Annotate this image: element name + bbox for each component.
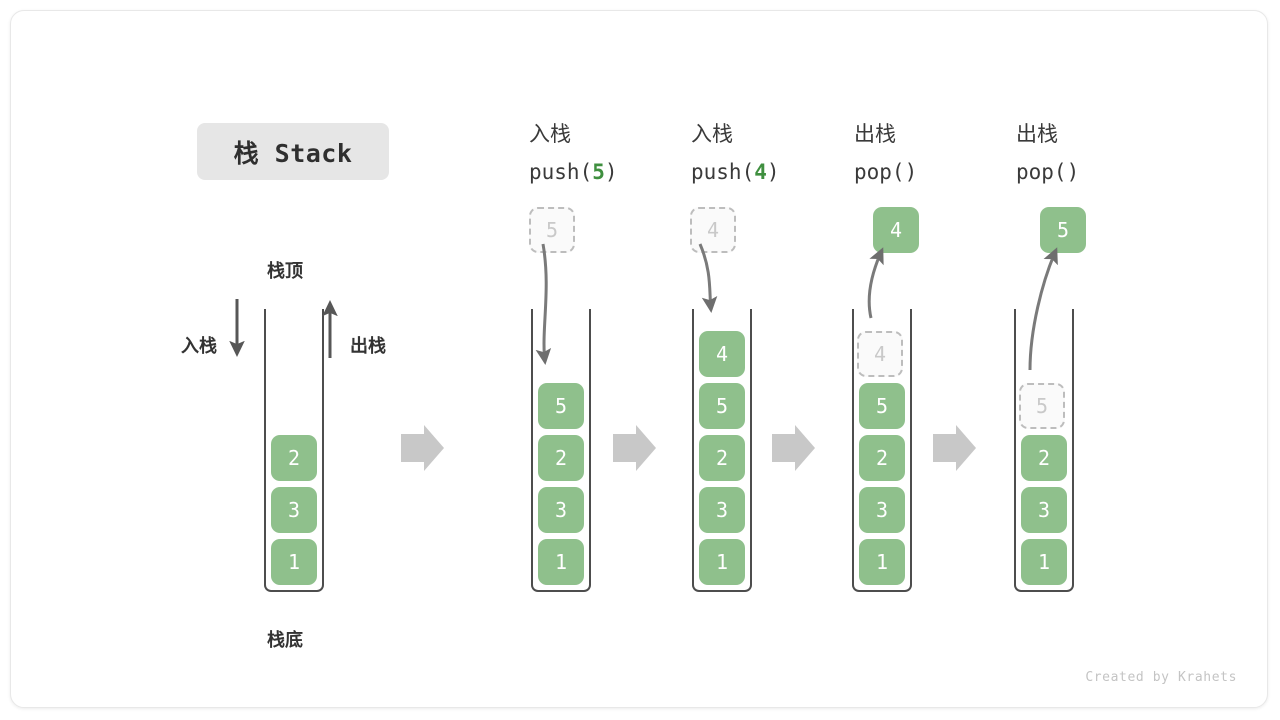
stack-container-push5 [531, 309, 591, 592]
stack-cell: 1 [271, 539, 317, 585]
footer-credit: Created by Krahets [1085, 670, 1237, 685]
diagram-card: 栈 Stack 栈顶 栈底 入栈 出栈 2 3 1 入栈 push(5) 5 5… [10, 10, 1268, 708]
panel-pop2-title-cn: 出栈 [1016, 115, 1058, 153]
panel-pop1-title-cn-text: 出栈 [854, 122, 896, 146]
push5-code-arg: 5 [592, 160, 605, 184]
panel-push4-title-code: push(4) [691, 153, 780, 191]
stack-cell: 3 [538, 487, 584, 533]
stack-cell: 1 [699, 539, 745, 585]
stack-cell: 1 [859, 539, 905, 585]
stack-container-pop1 [852, 309, 912, 592]
pop2-code: pop() [1016, 160, 1080, 184]
stack-title-chip: 栈 Stack [197, 123, 389, 180]
stack-cell: 2 [699, 435, 745, 481]
stack-cell: 2 [1021, 435, 1067, 481]
incoming-ghost-cell: 4 [690, 207, 736, 253]
stack-cell: 2 [538, 435, 584, 481]
push5-code-post: ) [604, 160, 618, 184]
panel-push4-title-cn-text: 入栈 [691, 122, 733, 146]
vacated-ghost-cell: 5 [1019, 383, 1065, 429]
panel-pop2-title-cn-text: 出栈 [1016, 122, 1058, 146]
stack-cell: 2 [271, 435, 317, 481]
stack-cell: 3 [271, 487, 317, 533]
stack-cell: 1 [1021, 539, 1067, 585]
stack-cell: 5 [538, 383, 584, 429]
stack-container-push4 [692, 309, 752, 592]
stack-cell: 3 [699, 487, 745, 533]
stack-bottom-label: 栈底 [267, 630, 303, 651]
panel-push5-title-cn-text: 入栈 [529, 122, 571, 146]
panel-push4-title-cn: 入栈 [691, 115, 733, 153]
stack-container-initial [264, 309, 324, 592]
panel-pop1-title-cn: 出栈 [854, 115, 896, 153]
panel-pop1-title-code: pop() [854, 153, 917, 191]
stack-cell: 5 [859, 383, 905, 429]
stack-cell: 3 [859, 487, 905, 533]
stack-cell: 5 [699, 383, 745, 429]
pop1-code: pop() [854, 160, 918, 184]
stack-title-label: 栈 Stack [233, 138, 353, 168]
stack-container-pop2 [1014, 309, 1074, 592]
pop-direction-label: 出栈 [350, 336, 386, 357]
push4-code-post: ) [766, 160, 780, 184]
push5-code-pre: push( [529, 160, 593, 184]
stack-cell: 4 [699, 331, 745, 377]
popped-cell: 5 [1040, 207, 1086, 253]
stack-top-label: 栈顶 [267, 261, 303, 282]
panel-push5-title-code: push(5) [529, 153, 618, 191]
panel-pop2-title-code: pop() [1016, 153, 1079, 191]
stack-cell: 2 [859, 435, 905, 481]
push4-code-arg: 4 [754, 160, 767, 184]
stack-cell: 1 [538, 539, 584, 585]
incoming-ghost-cell: 5 [529, 207, 575, 253]
vacated-ghost-cell: 4 [857, 331, 903, 377]
panel-push5-title-cn: 入栈 [529, 115, 571, 153]
push4-code-pre: push( [691, 160, 755, 184]
push-direction-label: 入栈 [181, 336, 217, 357]
popped-cell: 4 [873, 207, 919, 253]
stack-cell: 3 [1021, 487, 1067, 533]
